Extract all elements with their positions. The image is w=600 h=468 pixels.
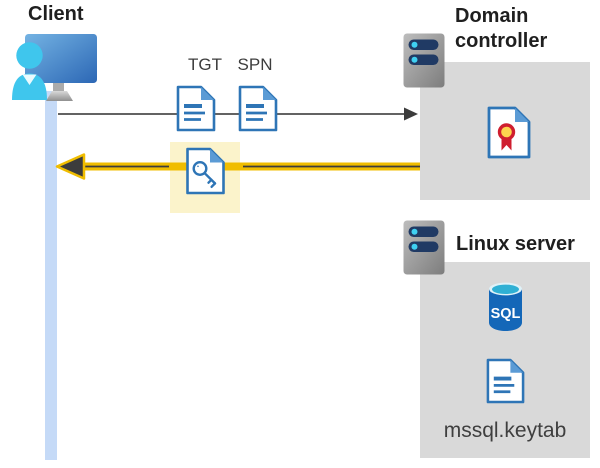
tgt-label: TGT [188, 55, 222, 74]
response-arrow [55, 153, 420, 180]
keytab-document-icon [486, 358, 525, 404]
user-icon [12, 42, 47, 100]
certificate-icon [487, 106, 531, 159]
client-workstation-icon [12, 34, 97, 101]
client-lifeline-bar [45, 91, 57, 460]
linux-server-icon [403, 220, 445, 275]
linux-server-label: Linux server [456, 233, 575, 255]
spn-label: SPN [237, 55, 273, 74]
client-label: Client [28, 3, 84, 25]
sql-badge-text: SQL [491, 306, 521, 322]
key-document-icon [186, 147, 225, 195]
monitor-icon [25, 34, 97, 101]
key-icon [192, 160, 217, 188]
spn-document-icon [238, 85, 278, 132]
domain-controller-label: Domain controller [455, 5, 548, 52]
tgt-document-icon [176, 85, 216, 132]
domain-controller-server-icon [403, 33, 445, 88]
sql-database-icon: SQL [489, 282, 522, 331]
keytab-file-label: mssql.keytab [443, 419, 567, 442]
request-arrow [58, 107, 418, 121]
